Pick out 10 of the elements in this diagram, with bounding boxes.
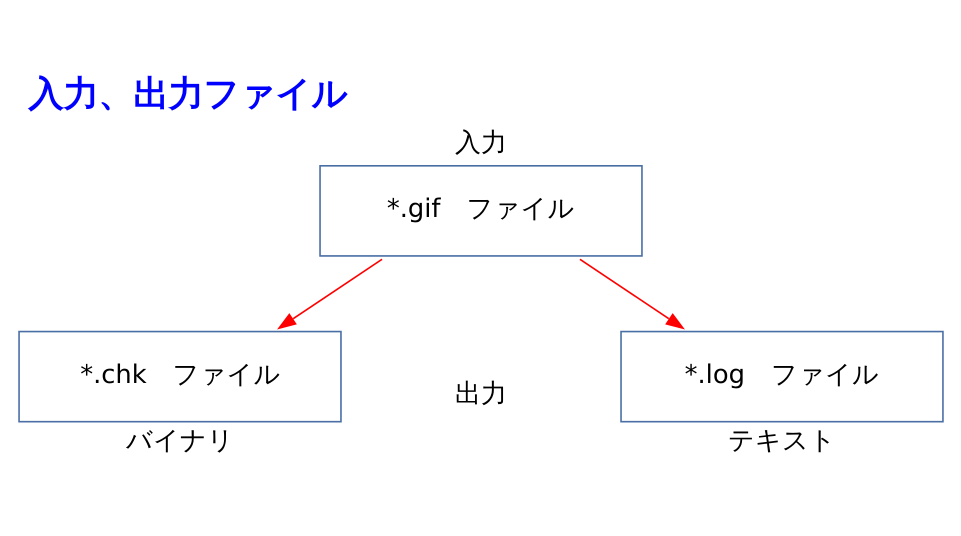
node-box: *.gif ファイル (318, 164, 642, 257)
node-box: *.log ファイル (620, 330, 944, 423)
arrow (276, 258, 382, 330)
node-label: バイナリ (126, 426, 234, 456)
node-label: テキスト (728, 426, 836, 456)
label: 出力 (454, 379, 506, 410)
node-label: 入力 (454, 128, 507, 158)
arrow (579, 258, 684, 330)
diagram-title: 入力、出力ファイル (28, 74, 348, 115)
node-box: *.chk ファイル (18, 330, 342, 423)
